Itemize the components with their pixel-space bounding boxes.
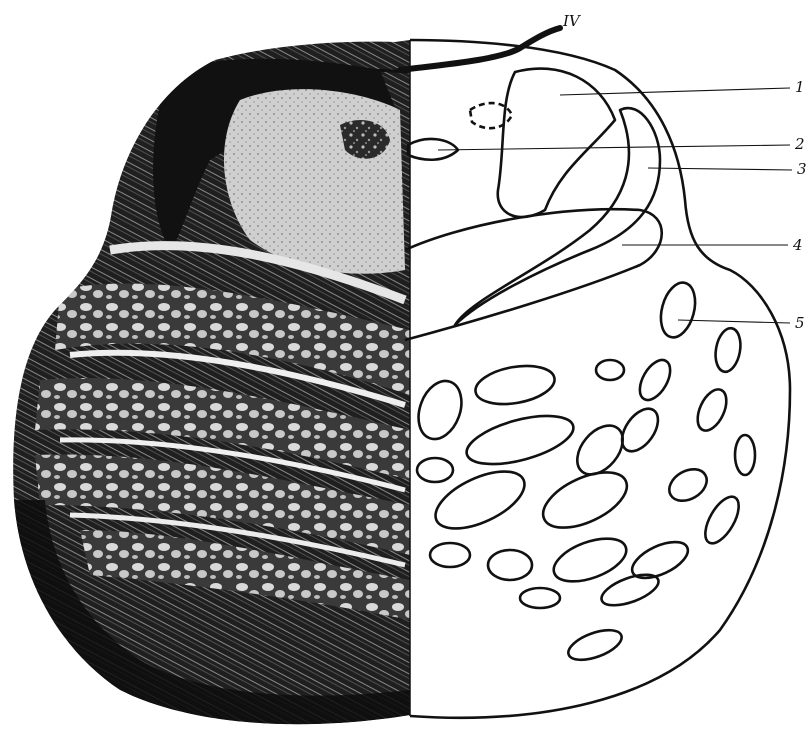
- island: [598, 568, 663, 611]
- island: [488, 550, 532, 580]
- schematic-right-half: [405, 40, 790, 718]
- island: [430, 543, 470, 567]
- island: [411, 375, 469, 445]
- region-3-outline: [455, 108, 660, 325]
- island: [472, 360, 557, 409]
- island: [627, 535, 693, 586]
- callout-label-3: 3: [797, 160, 807, 178]
- island: [712, 326, 743, 373]
- nerve-label-iv: IV: [562, 12, 582, 30]
- island: [692, 385, 732, 435]
- island: [664, 463, 713, 507]
- island: [520, 588, 560, 608]
- leader-3: [648, 168, 792, 170]
- region-1-outline: [498, 69, 615, 218]
- island: [615, 402, 665, 457]
- stained-left-half: [0, 0, 410, 736]
- leader-5: [678, 320, 790, 323]
- island: [565, 624, 626, 666]
- callout-label-5: 5: [795, 314, 805, 332]
- island: [735, 435, 755, 475]
- island: [634, 355, 677, 405]
- island: [655, 279, 700, 341]
- island: [596, 360, 624, 380]
- leader-lines: [438, 88, 792, 323]
- callout-label-1: 1: [795, 78, 805, 96]
- callout-label-2: 2: [794, 135, 805, 153]
- island: [427, 460, 533, 540]
- island: [699, 491, 746, 548]
- leader-2: [438, 145, 790, 150]
- island: [462, 406, 579, 473]
- callout-label-4: 4: [792, 236, 803, 254]
- island: [417, 458, 453, 482]
- outer-contour: [410, 40, 790, 718]
